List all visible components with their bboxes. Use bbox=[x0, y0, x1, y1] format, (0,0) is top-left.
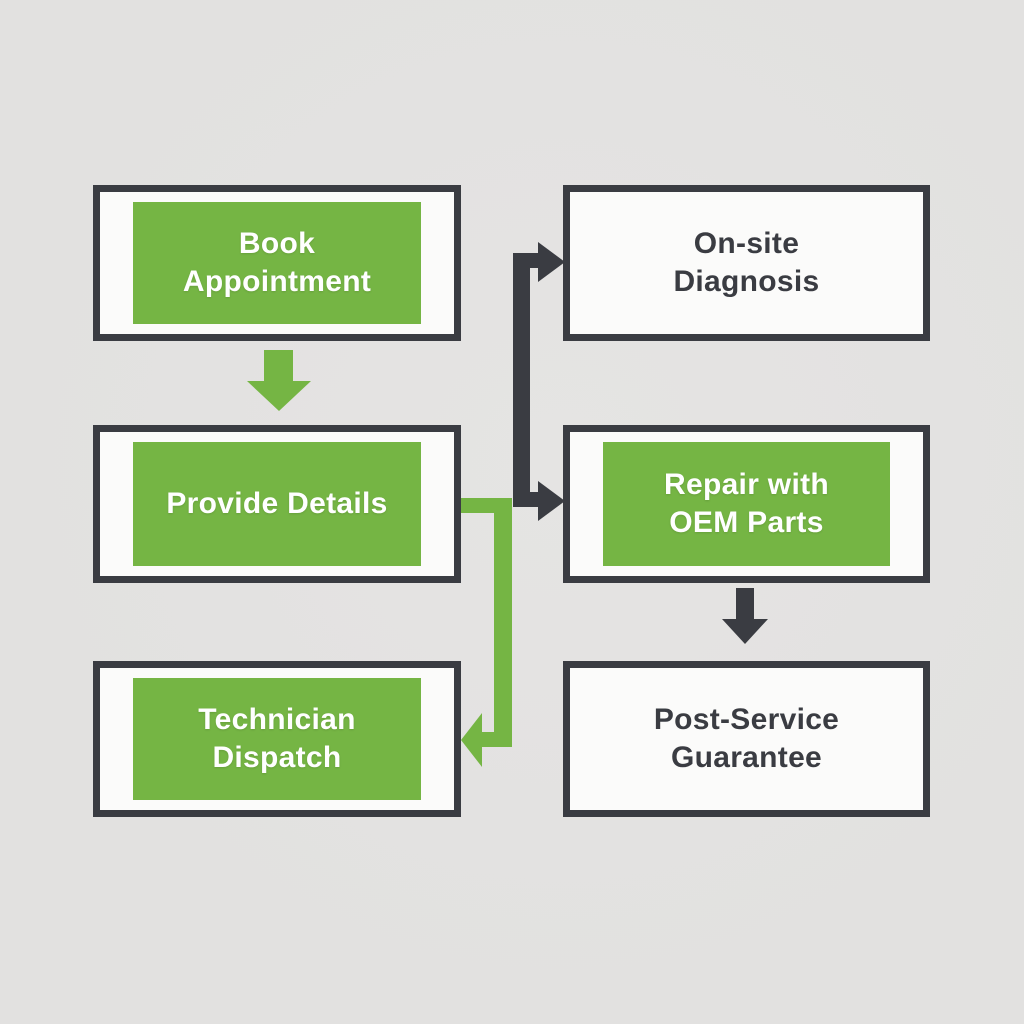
arrow-shaft bbox=[264, 350, 293, 383]
arrow-segment-vertical bbox=[494, 498, 512, 747]
down-arrow-icon bbox=[722, 619, 768, 644]
arrow-shaft bbox=[736, 588, 754, 621]
node-label-line: OEM Parts bbox=[669, 506, 824, 539]
arrow-segment-horizontal bbox=[513, 253, 539, 268]
node-label-line: Technician bbox=[198, 703, 356, 736]
arrow-segment-vertical bbox=[513, 253, 530, 507]
node-technician-dispatch: Technician Dispatch bbox=[93, 661, 461, 817]
node-post-service-guarantee: Post-Service Guarantee bbox=[563, 661, 930, 817]
node-book-appointment-fill: Book Appointment bbox=[133, 202, 421, 324]
node-repair-oem-parts-fill: Repair with OEM Parts bbox=[603, 442, 890, 566]
right-arrow-icon bbox=[538, 242, 565, 282]
right-arrow-icon bbox=[538, 481, 565, 521]
node-book-appointment: Book Appointment bbox=[93, 185, 461, 341]
arrow-segment-horizontal bbox=[513, 492, 539, 507]
node-label-line: On-site bbox=[693, 227, 800, 260]
node-on-site-diagnosis: On-site Diagnosis bbox=[563, 185, 930, 341]
node-provide-details: Provide Details bbox=[93, 425, 461, 583]
node-label-line: Provide Details bbox=[166, 487, 388, 520]
node-post-service-guarantee-fill: Post-Service Guarantee bbox=[603, 678, 890, 800]
left-arrow-icon bbox=[461, 713, 482, 767]
node-repair-oem-parts: Repair with OEM Parts bbox=[563, 425, 930, 583]
down-arrow-icon bbox=[247, 381, 311, 411]
node-on-site-diagnosis-fill: On-site Diagnosis bbox=[603, 202, 890, 324]
node-label-line: Dispatch bbox=[212, 741, 342, 774]
node-technician-dispatch-fill: Technician Dispatch bbox=[133, 678, 421, 800]
node-label-line: Diagnosis bbox=[673, 265, 820, 298]
node-label-line: Book bbox=[238, 227, 316, 260]
node-label-line: Post-Service bbox=[653, 703, 840, 736]
node-label-line: Appointment bbox=[182, 265, 372, 298]
node-provide-details-fill: Provide Details bbox=[133, 442, 421, 566]
arrow-segment-horizontal bbox=[478, 732, 512, 747]
node-label-line: Repair with bbox=[664, 468, 829, 501]
node-label-line: Guarantee bbox=[670, 741, 823, 774]
